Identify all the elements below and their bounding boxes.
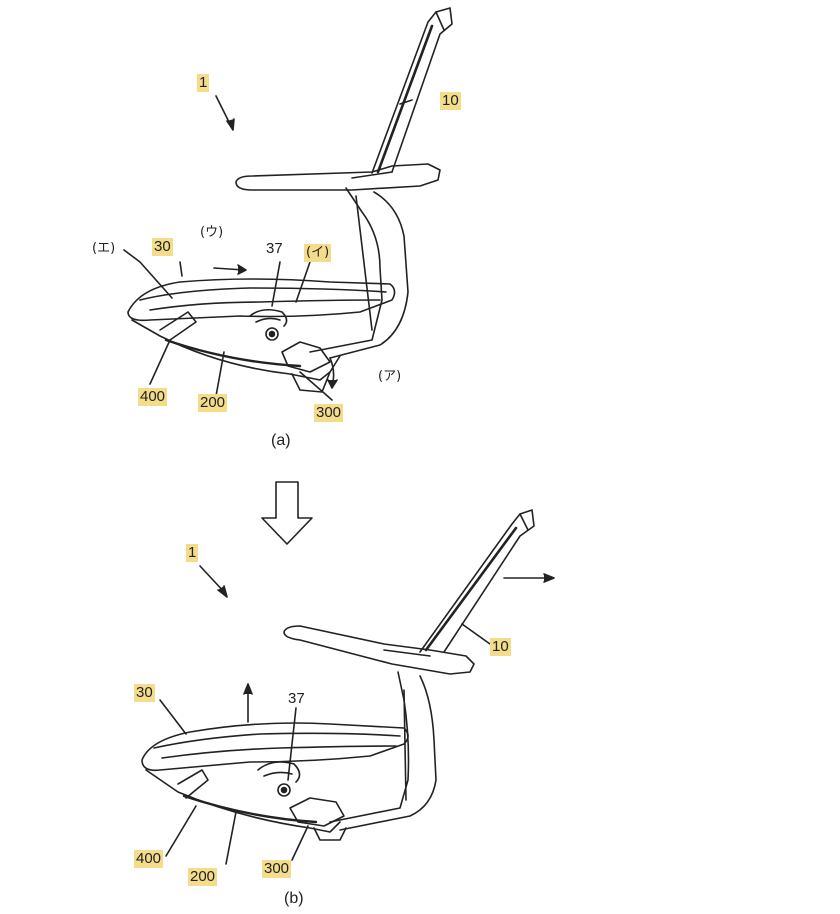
- label-chair-b: 1: [186, 544, 199, 562]
- label-400-b: 400: [134, 850, 164, 868]
- label-400-a: 400: [138, 388, 168, 406]
- caption-a: (a): [271, 432, 291, 449]
- support-column-a: [309, 187, 383, 353]
- label-lever-b: 37: [288, 690, 305, 707]
- label-backrest-b: 10: [490, 638, 511, 656]
- backrest-frame-b: [419, 509, 535, 653]
- seat-pan-b: [141, 722, 409, 772]
- armrest-b: [283, 625, 475, 675]
- chair-drawing-a: [123, 7, 453, 401]
- label-chair-a: 1: [197, 74, 210, 92]
- label-seat-b: 30: [134, 684, 155, 702]
- lower-shell-b: [145, 769, 341, 833]
- transition-arrow: [261, 481, 313, 545]
- label-backrest-a: 10: [440, 92, 461, 110]
- label-dir-i: (イ): [304, 244, 332, 262]
- label-300-a: 300: [314, 404, 344, 422]
- seat-pan-a: [127, 278, 396, 322]
- label-dir-u: (ウ): [200, 225, 224, 240]
- label-200-b: 200: [188, 868, 218, 886]
- chair-drawing-b: [141, 509, 555, 865]
- label-200-a: 200: [198, 394, 228, 412]
- backrest-frame-a: [371, 7, 453, 174]
- label-seat-a: 30: [152, 238, 173, 256]
- label-dir-a: (ア): [378, 369, 402, 384]
- label-300-b: 300: [262, 860, 292, 878]
- label-dir-e: (エ): [92, 241, 116, 256]
- label-lever-a: 37: [266, 240, 283, 257]
- armrest-a: [235, 163, 441, 191]
- caption-b: (b): [284, 890, 304, 907]
